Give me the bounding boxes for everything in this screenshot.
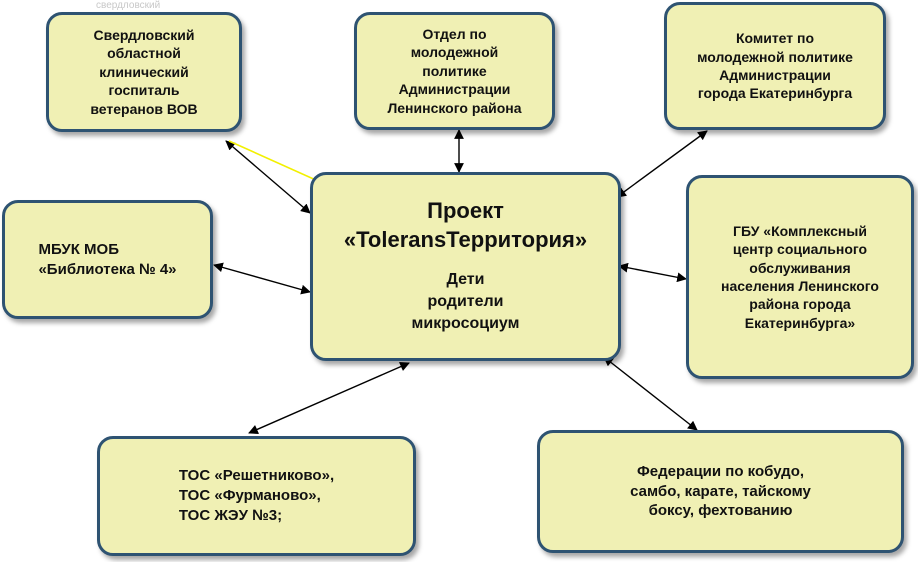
hospital-node: Свердловский областной клинический госпи…	[46, 12, 242, 132]
tos-node: ТОС «Решетниково», ТОС «Фурманово», ТОС …	[97, 436, 416, 556]
tos-label: ТОС «Решетниково», ТОС «Фурманово», ТОС …	[178, 467, 335, 524]
library-label: МБУК МОБ «Библиотека № 4»	[38, 240, 177, 278]
arrow-tos-center	[248, 362, 410, 434]
arrow-social-center-center	[618, 262, 687, 283]
ghost-text: свердловский	[96, 0, 161, 11]
federations-label: Федерации по кобудо, самбо, карате, тайс…	[630, 462, 811, 520]
youth-dept-node: Отдел по молодежной политике Администрац…	[354, 12, 555, 130]
arrow-library-center	[213, 262, 311, 295]
youth-committee-node: Комитет по молодежной политике Администр…	[664, 2, 886, 130]
project-title: Проект «ToleransТерритория»	[343, 198, 588, 252]
project-subtitle: Дети родители микросоциум	[411, 270, 520, 333]
project-center-node: Проект «ToleransТерритория» Дети родител…	[310, 172, 621, 361]
social-center-node: ГБУ «Комплексный центр социального обслу…	[686, 175, 914, 379]
youth-committee-label: Комитет по молодежной политике Администр…	[697, 30, 853, 102]
federations-node: Федерации по кобудо, самбо, карате, тайс…	[537, 430, 904, 553]
hospital-label: Свердловский областной клинический госпи…	[90, 26, 198, 117]
arrow-hospital-center	[225, 140, 311, 214]
arrow-federations-center	[603, 356, 698, 431]
youth-dept-label: Отдел по молодежной политике Администрац…	[387, 25, 522, 116]
arrow-youth-committee-center	[616, 130, 708, 198]
library-node: МБУК МОБ «Библиотека № 4»	[2, 200, 213, 319]
social-center-label: ГБУ «Комплексный центр социального обслу…	[721, 222, 879, 331]
